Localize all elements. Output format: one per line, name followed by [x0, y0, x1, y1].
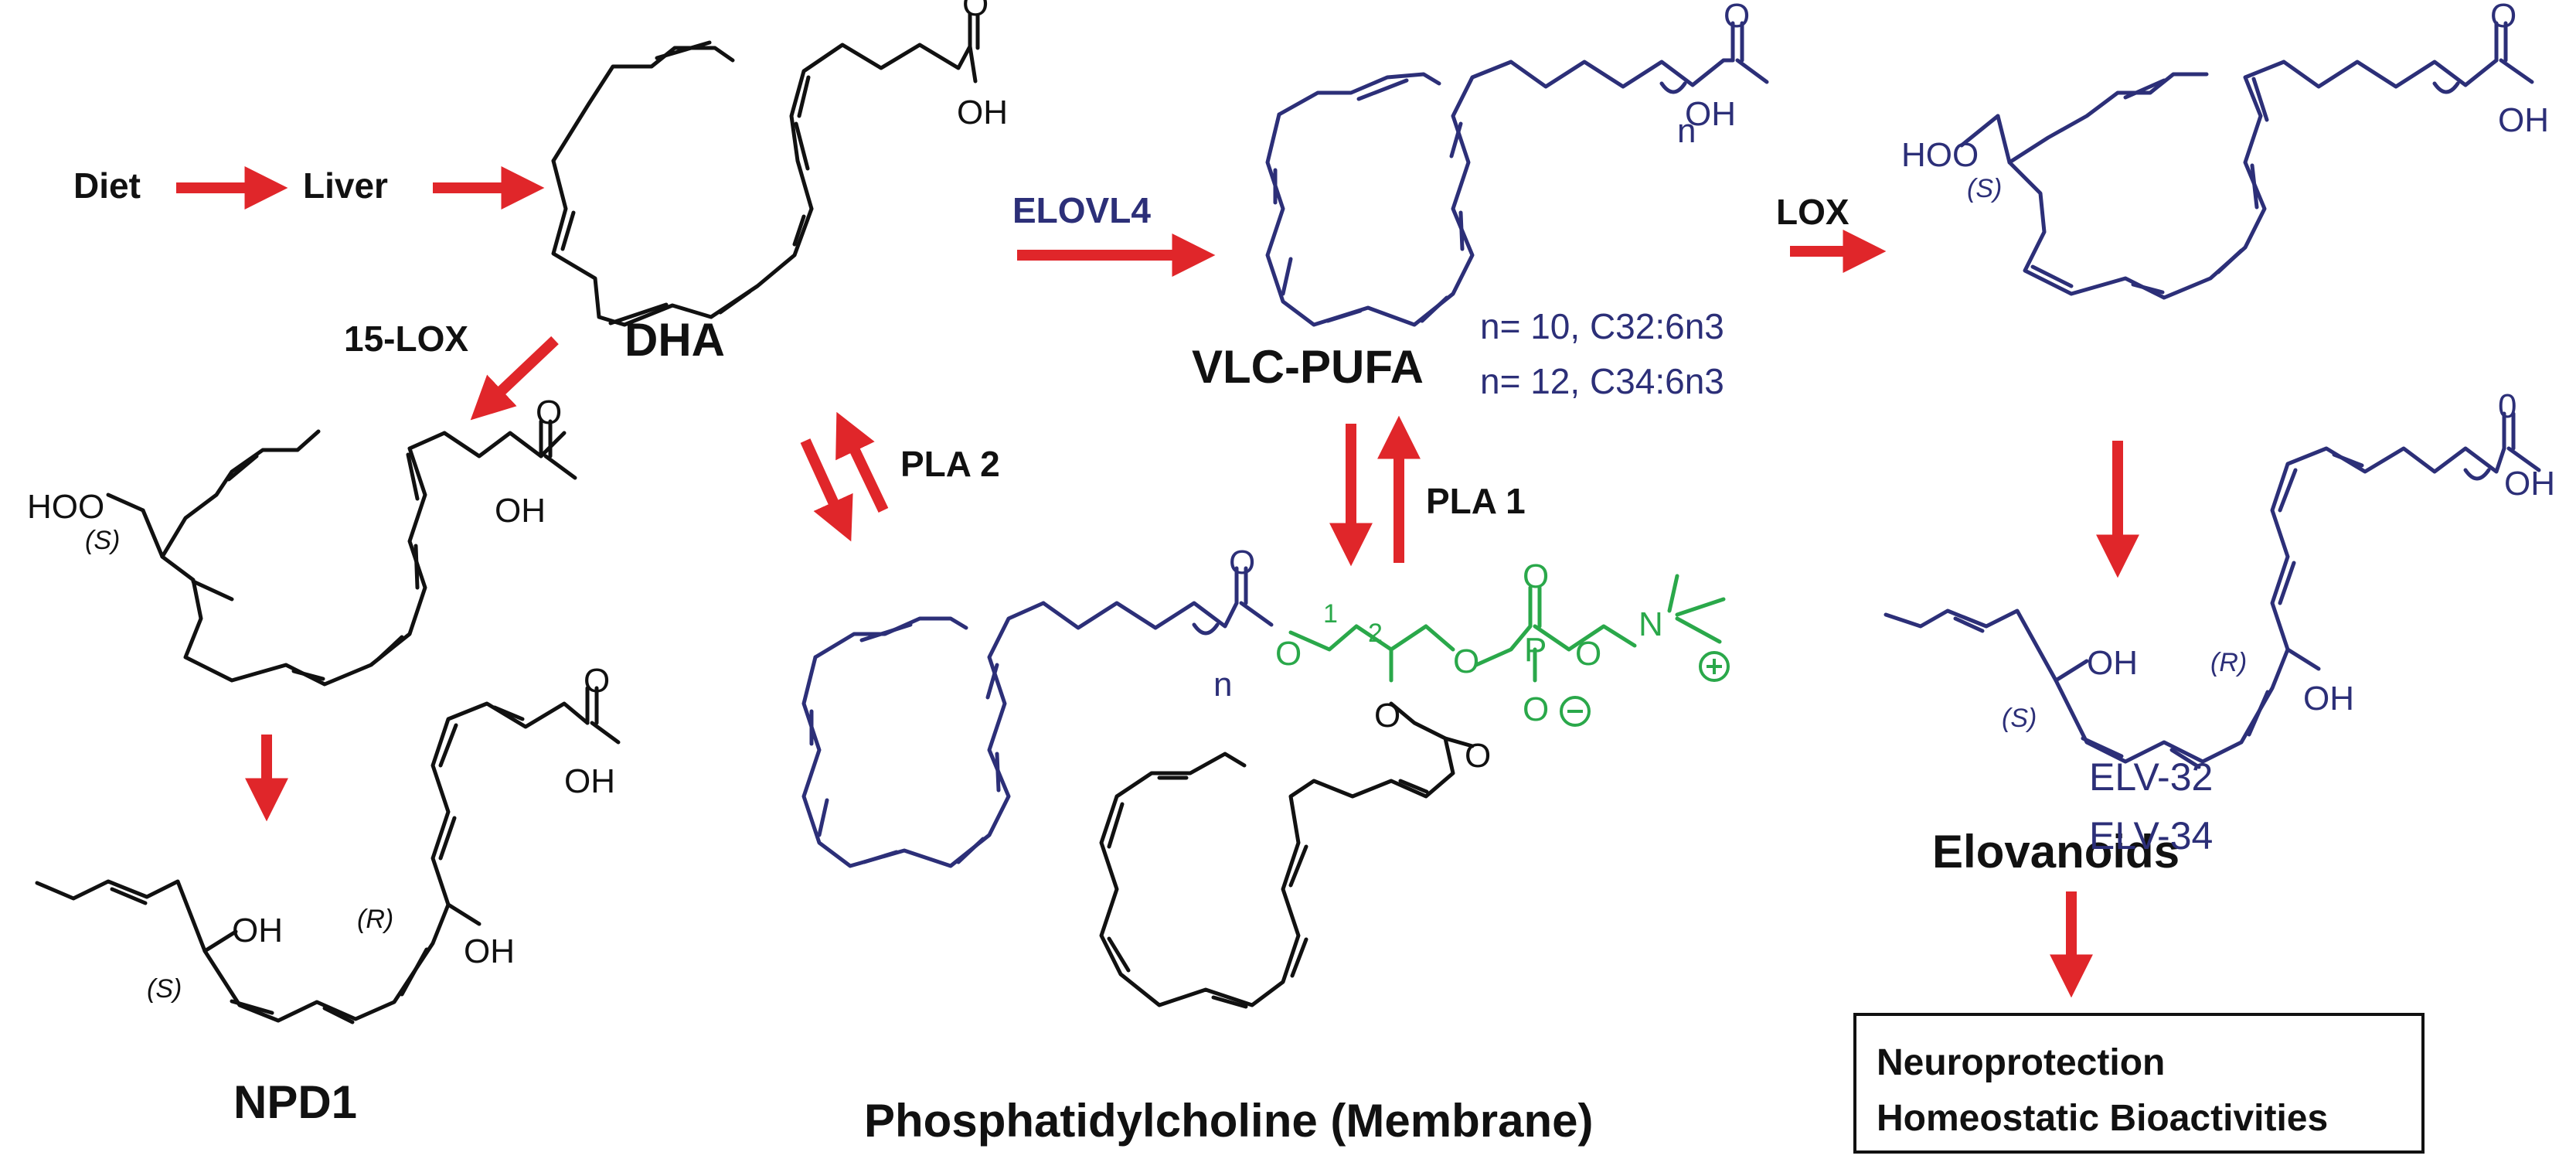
label-pla2: PLA 2 [900, 444, 1000, 484]
hp-hoo: HOO [27, 488, 104, 526]
label-15-lox: 15-LOX [344, 319, 468, 359]
elv-r: (R) [2210, 648, 2247, 677]
pc-locant-1: 1 [1323, 599, 1338, 629]
pc-n-plus: N [1638, 605, 1663, 643]
pc-o-gly: O [1275, 635, 1302, 673]
dha-structure: O OH [551, 0, 1008, 327]
label-phosphatidylcholine: Phosphatidylcholine (Membrane) [864, 1095, 1593, 1147]
elv-oh2: OH [2303, 680, 2354, 718]
label-dha: DHA [624, 314, 725, 366]
dha-oh: OH [957, 94, 1008, 131]
label-npd1: NPD1 [233, 1076, 357, 1128]
lox-product-structure: HOO (S) O OH [1901, 0, 2549, 300]
lox-hoo: HOO [1901, 136, 1979, 174]
pc-o1: O [1229, 544, 1255, 581]
arrow-pla2-down [800, 438, 853, 542]
elv-s: (S) [2002, 704, 2037, 733]
npd1-o: O [584, 662, 610, 700]
lox-o: O [2490, 0, 2516, 35]
label-elv34: ELV-34 [2089, 814, 2213, 857]
elv-oh1: OH [2087, 644, 2138, 682]
pc-o-top: O [1523, 557, 1549, 595]
pc-o-sn2: O [1374, 697, 1400, 735]
lox-oh: OH [2498, 101, 2549, 139]
npd1-oh1: OH [232, 912, 283, 949]
pc-n: n [1213, 666, 1232, 704]
vlc-pufa-structure: O OH n [1265, 0, 1769, 327]
lox-s: (S) [1967, 174, 2002, 203]
vlc-o: O [1724, 0, 1750, 35]
npd1-oh3: OH [564, 762, 615, 800]
label-vlc-n10: n= 10, C32:6n3 [1480, 306, 1724, 346]
arrow-dha-15lox [470, 336, 559, 421]
pc-o-carbonyl: O [1465, 737, 1491, 775]
pc-locant-2: 2 [1368, 619, 1383, 648]
npd1-oh2: OH [464, 932, 515, 970]
vlc-n: n [1677, 112, 1696, 150]
label-elovl4: ELOVL4 [1012, 190, 1151, 230]
elv-zero: 0 [2498, 387, 2516, 425]
hp-oh: OH [495, 492, 546, 530]
npd1-r: (R) [357, 905, 393, 934]
label-liver: Liver [303, 165, 388, 206]
pc-o-minus: O [1523, 690, 1549, 728]
label-diet: Diet [73, 165, 141, 206]
outcome-neuroprotection: Neuroprotection [1877, 1042, 2165, 1083]
hp-s: (S) [85, 526, 120, 555]
elovanoid-structure: OH OH (S) (R) 0 OH [1884, 387, 2555, 769]
arrow-pla2-up [835, 411, 889, 513]
pc-p: P [1524, 631, 1547, 669]
hp-o: O [536, 394, 562, 431]
npd1-structure: OH OH (S) (R) O OH [35, 662, 621, 1024]
outcome-homeostatic: Homeostatic Bioactivities [1877, 1098, 2328, 1139]
elv-oh3: OH [2504, 465, 2555, 503]
vlc-oh: OH [1685, 95, 1736, 133]
npd1-s: (S) [147, 974, 182, 1004]
label-pla1: PLA 1 [1426, 481, 1526, 521]
pc-o-ester: O [1453, 643, 1479, 680]
dha-o: O [962, 0, 989, 23]
label-elovanoids: Elovanoids [1932, 826, 2180, 878]
label-vlc-n12: n= 12, C34:6n3 [1480, 361, 1724, 401]
phosphatidylcholine-structure: O n O O P O O O N 1 2 O O [801, 544, 1730, 1009]
red-arrows [176, 166, 2139, 998]
flow-labels: Diet Liver DHA 15-LOX PLA 2 ELOVL4 VLC-P… [73, 165, 2213, 1147]
hydroperoxide-structure: HOO (S) O OH [27, 394, 577, 687]
label-lox: LOX [1776, 192, 1849, 232]
label-vlc-pufa: VLC-PUFA [1192, 341, 1424, 393]
pc-o-right: O [1575, 635, 1601, 673]
label-elv32: ELV-32 [2089, 755, 2213, 799]
outcome-box: Neuroprotection Homeostatic Bioactivitie… [1853, 1013, 2425, 1154]
